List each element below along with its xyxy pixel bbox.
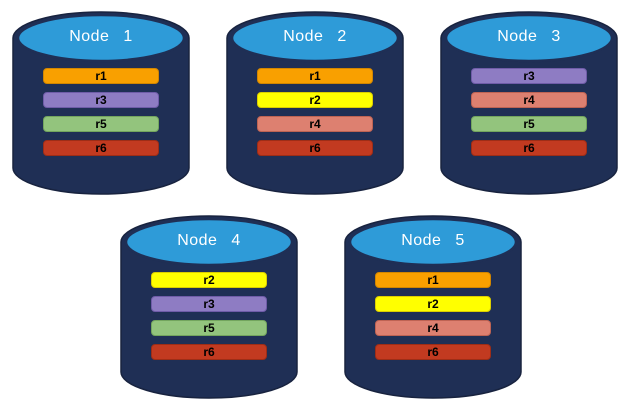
replica-bar: r2 bbox=[375, 296, 491, 312]
replica-list: r3 r4 r5 r6 bbox=[471, 68, 587, 156]
replica-bar: r3 bbox=[471, 68, 587, 84]
replica-bar: r2 bbox=[151, 272, 267, 288]
replica-bar: r6 bbox=[375, 344, 491, 360]
replica-bar: r1 bbox=[257, 68, 373, 84]
replica-bar: r2 bbox=[257, 92, 373, 108]
replica-bar: r4 bbox=[471, 92, 587, 108]
replica-bar: r3 bbox=[43, 92, 159, 108]
replica-bar: r5 bbox=[151, 320, 267, 336]
replica-bar: r6 bbox=[151, 344, 267, 360]
replica-bar: r6 bbox=[43, 140, 159, 156]
replica-bar: r6 bbox=[257, 140, 373, 156]
replica-bar: r5 bbox=[471, 116, 587, 132]
replica-bar: r1 bbox=[375, 272, 491, 288]
replica-bar: r5 bbox=[43, 116, 159, 132]
replica-bar: r4 bbox=[375, 320, 491, 336]
replica-bar: r6 bbox=[471, 140, 587, 156]
replica-list: r1 r2 r4 r6 bbox=[257, 68, 373, 156]
replica-list: r1 r2 r4 r6 bbox=[375, 272, 491, 360]
replica-list: r2 r3 r5 r6 bbox=[151, 272, 267, 360]
replica-bar: r4 bbox=[257, 116, 373, 132]
replica-bar: r1 bbox=[43, 68, 159, 84]
replica-bar: r3 bbox=[151, 296, 267, 312]
replica-list: r1 r3 r5 r6 bbox=[43, 68, 159, 156]
